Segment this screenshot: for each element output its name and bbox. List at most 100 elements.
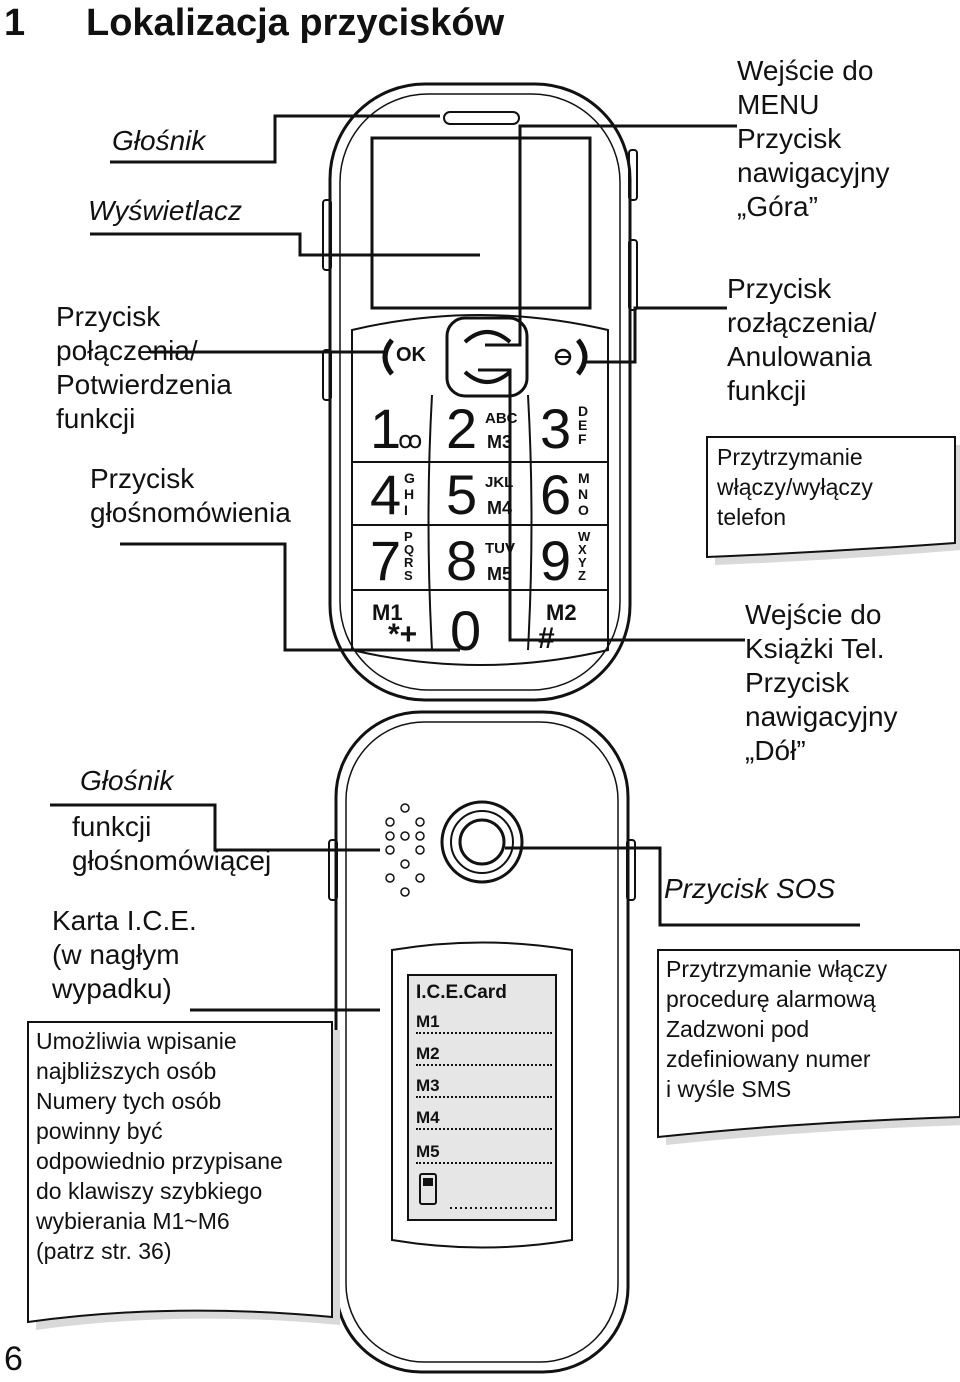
ice-card-row-m3: M3 [416,1076,552,1098]
leader-lines [50,114,860,1012]
label-phonebook-line-4: nawigacyjny [745,701,898,732]
label-speaker-func-line-2: głośnomówiącej [72,845,272,876]
note-power: Przytrzymanie włączy/wyłączy telefon [717,442,873,532]
nav-key [445,316,529,398]
label-end-line-2: rozłączenia/ [727,307,877,338]
key-star[interactable]: *+ [388,618,418,651]
label-display: Wyświetlacz [88,195,243,226]
phone-back [328,710,636,1374]
label-speaker-func-line-1: funkcji [72,811,152,842]
key-0[interactable]: 0 [450,599,482,662]
note-sos-line-3: Zadzwoni pod [666,1016,810,1042]
speaker-slot [443,111,520,125]
key-m1-label: M1 [372,600,403,625]
label-call-button: Przycisk połączenia/ Potwierdzenia funkc… [56,300,232,436]
note-ice-box [27,1021,340,1330]
voicemail-icon: ꝏ [398,427,423,454]
note-ice-line-8: (patrz str. 36) [36,1238,172,1264]
note-power-line-2: włączy/wyłączy [717,474,873,500]
note-ice-line-7: wybierania M1~M6 [36,1208,230,1234]
note-ice-line-2: najbliższych osób [36,1058,217,1084]
label-handsfree-line-2: głośnomówienia [90,497,291,528]
label-menu-line-1: Wejście do [737,55,874,86]
label-menu-line-4: nawigacyjny [737,157,890,188]
label-call-line-1: Przycisk [56,301,161,332]
mobile-phone-icon [419,1173,552,1209]
key-2[interactable]: 2 [446,397,478,460]
label-phonebook-line-5: „Dół” [745,735,806,766]
note-power-box [706,436,960,565]
label-call-line-3: Potwierdzenia [56,369,232,400]
note-power-line-3: telefon [717,504,787,530]
key-6[interactable]: 6 [540,463,572,526]
ice-card-row-m5: M5 [416,1142,552,1164]
label-menu-line-3: Przycisk [737,123,842,154]
key-8-letters: TUV [485,540,515,557]
note-ice-line-5: odpowiednio przypisane [36,1148,283,1174]
label-end-line-4: funkcji [727,375,807,406]
ice-card-title: I.C.E.Card [416,982,507,1003]
note-sos-line-1: Przytrzymanie włączy [666,956,888,982]
note-sos-line-5: i wyśle SMS [666,1076,792,1102]
key-5-mem: M4 [487,498,513,518]
note-ice: Umożliwia wpisanie najbliższych osób Num… [36,1026,283,1266]
key-4-letters: GHI [404,470,415,518]
key-2-letters: ABC [485,410,518,427]
note-sos-box [657,949,960,1145]
ice-card-row-m4: M4 [416,1108,552,1130]
ok-label[interactable]: OK [396,344,426,366]
label-sos-button: Przycisk SOS [664,873,836,904]
key-9[interactable]: 9 [540,529,572,592]
section-number: 1 [4,2,26,44]
key-7-letters: PQRS [404,529,415,583]
label-phonebook-down: Wejście do Książki Tel. Przycisk nawigac… [745,598,898,768]
label-ice-line-3: wypadku) [52,973,172,1004]
note-power-line-1: Przytrzymanie [717,444,863,470]
key-3-letters: DEF [578,403,589,447]
key-2-mem: M3 [487,432,513,452]
label-end-line-3: Anulowania [727,341,872,372]
key-1[interactable]: 1 [370,397,402,460]
label-ice-line-2: (w nagłym [52,939,180,970]
key-7[interactable]: 7 [370,529,402,592]
note-ice-line-1: Umożliwia wpisanie [36,1028,237,1054]
label-menu-up: Wejście do MENU Przycisk nawigacyjny „Gó… [737,54,890,224]
sos-button-ring [440,800,524,884]
label-handsfree-button: Przycisk głośnomówienia [90,462,291,530]
label-ice-card: Karta I.C.E. (w nagłym wypadku) [52,904,197,1006]
note-sos: Przytrzymanie włączy procedurę alarmową … [666,954,887,1104]
page-title: Lokalizacja przycisków [86,2,505,44]
label-speaker-top: Głośnik [112,125,206,156]
screen [370,136,592,310]
label-menu-line-2: MENU [737,89,820,120]
ice-card-row-m1: M1 [416,1012,552,1034]
note-sos-line-4: zdefiniowany numer [666,1046,871,1072]
key-3[interactable]: 3 [540,397,572,460]
label-end-button: Przycisk rozłączenia/ Anulowania funkcji [727,272,876,408]
label-phonebook-line-2: Książki Tel. [745,633,885,664]
key-9-letters: WXYZ [578,529,591,583]
key-m2-label: M2 [546,600,577,625]
key-8[interactable]: 8 [446,529,478,592]
label-call-line-4: funkcji [56,403,136,434]
page-number: 6 [4,1340,23,1378]
label-phonebook-line-1: Wejście do [745,599,882,630]
note-sos-line-2: procedurę alarmową [666,986,876,1012]
key-4[interactable]: 4 [370,463,402,526]
label-handsfree-line-1: Przycisk [90,463,195,494]
label-menu-line-5: „Góra” [737,191,818,222]
key-8-mem: M5 [487,564,513,584]
key-5[interactable]: 5 [446,463,478,526]
note-ice-line-3: Numery tych osób [36,1088,222,1114]
key-hash[interactable]: # [538,622,555,655]
speaker-grille [385,803,425,897]
label-speaker-back-func: funkcji głośnomówiącej [72,810,271,878]
label-phonebook-line-3: Przycisk [745,667,850,698]
note-ice-line-4: powinny być [36,1118,163,1144]
label-speaker-back: Głośnik [80,765,174,796]
key-5-letters: JKL [485,474,514,491]
label-call-line-2: połączenia/ [56,335,198,366]
key-6-letters: MNO [578,470,590,518]
label-ice-line-1: Karta I.C.E. [52,905,197,936]
